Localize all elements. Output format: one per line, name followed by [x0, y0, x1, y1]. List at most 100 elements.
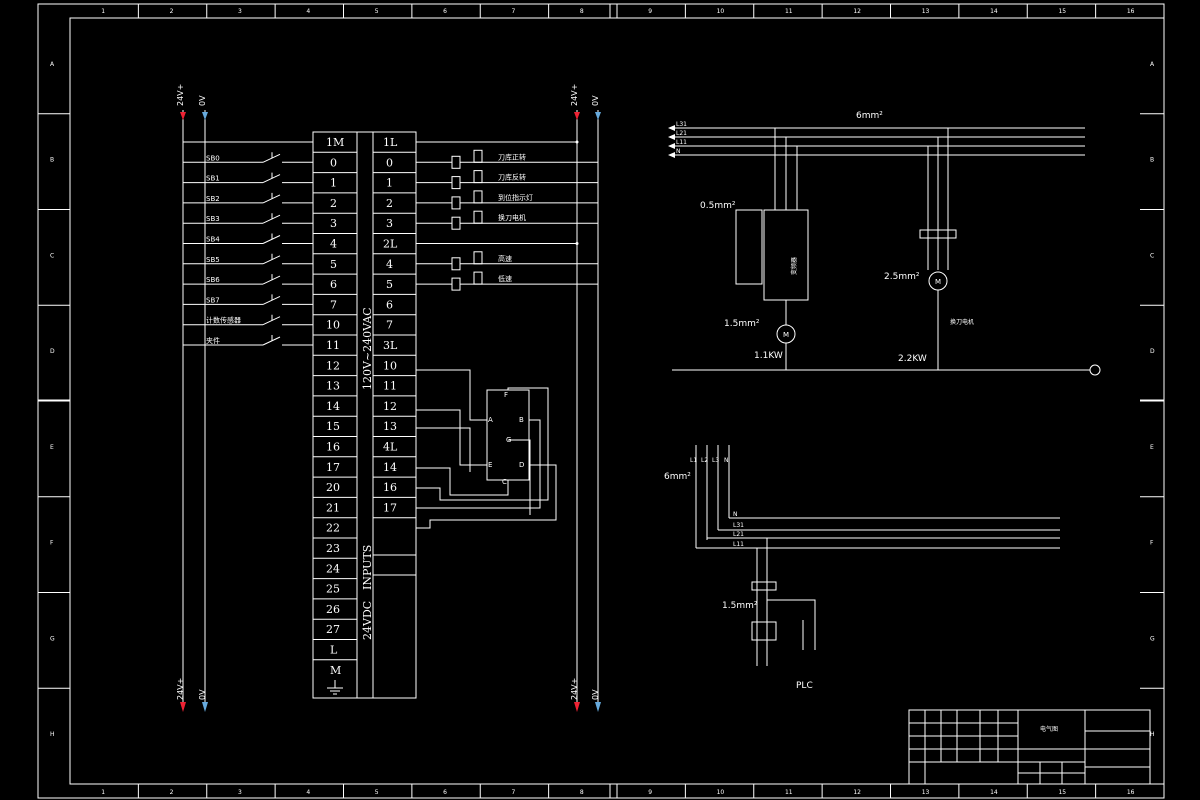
plc-input-27: 27 [326, 623, 340, 636]
segment-label-C: C [502, 478, 507, 486]
switch-label: SB0 [206, 154, 220, 162]
frame-col-9: 9 [648, 8, 652, 15]
plc-bus-label-2: L21 [733, 531, 744, 538]
title-block: 电气图 [908, 709, 1151, 785]
frame-row-C: C [50, 252, 54, 259]
bus-label-1: L21 [676, 130, 687, 137]
plc-input-1: 1 [330, 177, 337, 190]
plc-input-26: 26 [326, 603, 340, 616]
bus-label-2: L11 [676, 139, 687, 146]
rail-label-plus-bot-left: 24V+ [176, 678, 185, 700]
rail-label-plus-bot-mid: 24V+ [570, 678, 579, 700]
frame-col-bottom-10: 10 [717, 789, 725, 796]
frame-col-bottom-4: 4 [306, 789, 310, 796]
rail-label-zero-top-mid: 0V [591, 95, 600, 106]
plc-block: 1M01234567101112131415161720212223242526… [312, 131, 417, 699]
ctrl-wire-size: 0.5mm² [700, 201, 736, 211]
frame-col-15: 15 [1058, 8, 1066, 15]
frame-col-5: 5 [375, 8, 379, 15]
plc-output-14: 14 [383, 461, 397, 474]
switch-label: 计数传感器 [206, 316, 241, 325]
frame-col-13: 13 [922, 8, 930, 15]
frame-col-4: 4 [306, 8, 310, 15]
plc-bus-label-1: L31 [733, 522, 744, 529]
bus-label-0: L31 [676, 121, 687, 128]
segment-label-D: D [519, 461, 524, 469]
plc-input-3: 3 [330, 217, 337, 230]
plc-output-16: 16 [383, 481, 397, 494]
frame-row-right-C: C [1150, 252, 1154, 259]
plc-output-3: 3 [386, 217, 393, 230]
plc-output-17: 17 [383, 501, 397, 514]
frame-col-bottom-1: 1 [101, 789, 105, 796]
frame-col-1: 1 [101, 8, 105, 15]
bus-label-3: N [676, 148, 681, 155]
phase-label-3: N [724, 457, 729, 464]
frame-row-right-D: D [1150, 348, 1155, 355]
frame-col-10: 10 [717, 8, 725, 15]
ground-icon [327, 680, 343, 695]
switch-label: SB6 [206, 276, 220, 284]
plc-supply-label: 120V~240VAC [361, 307, 374, 390]
plc-input-M: M [330, 664, 341, 677]
plc-input-4: 4 [330, 238, 337, 251]
frame-col-2: 2 [170, 8, 174, 15]
plc-supply-title: PLC [796, 681, 813, 691]
frame-col-11: 11 [785, 8, 793, 15]
segment-label-A: A [488, 416, 493, 424]
relay-label: 低速 [498, 274, 512, 283]
plc-bus-label-3: L11 [733, 541, 744, 548]
plc-output-4L: 4L [383, 441, 398, 454]
plc-output-6: 6 [386, 298, 393, 311]
plc-output-12: 12 [383, 400, 397, 413]
frame-row-right-E: E [1150, 444, 1154, 451]
frame-col-bottom-2: 2 [170, 789, 174, 796]
plc-input-25: 25 [326, 583, 340, 596]
switch-label: 夹件 [206, 336, 220, 345]
svg-text:M: M [935, 278, 941, 286]
plc-input-16: 16 [326, 441, 340, 454]
plc-output-4: 4 [386, 258, 393, 271]
switch-label: SB5 [206, 256, 220, 264]
rail-label-plus-top-left: 24V+ [176, 84, 185, 106]
motor1-size: 1.5mm² [724, 319, 760, 329]
frame-row-F: F [50, 540, 54, 547]
power-circuit: L31 L21 L11 N 6mm² 0.5mm² 变频器 M 1.5mm² 1… [668, 111, 1101, 376]
relay-label: 刀库正转 [498, 152, 526, 161]
plc-output-2L: 2L [383, 238, 398, 251]
frame-row-G: G [50, 635, 55, 642]
plc-supply-main-size: 6mm² [664, 472, 691, 482]
plc-dc-label: 24VDC [361, 601, 374, 640]
plc-output-13: 13 [383, 420, 397, 433]
switch-label: SB2 [206, 195, 220, 203]
rail-label-zero-bot-left: 0V [198, 689, 207, 700]
frame-col-6: 6 [443, 8, 447, 15]
frame-row-right-A: A [1150, 61, 1155, 68]
rail-label-zero-top-left: 0V [198, 95, 207, 106]
frame-col-bottom-12: 12 [853, 789, 861, 796]
frame-col-bottom-14: 14 [990, 789, 998, 796]
relay-label: 换刀电机 [498, 213, 526, 222]
plc-output-1L: 1L [383, 136, 398, 149]
frame-col-3: 3 [238, 8, 242, 15]
plc-input-0: 0 [330, 156, 337, 169]
frame-row-E: E [50, 444, 54, 451]
frame-col-12: 12 [853, 8, 861, 15]
frame-row-H: H [50, 731, 55, 738]
motor2-name: 换刀电机 [950, 318, 974, 326]
svg-text:M: M [783, 331, 789, 339]
phase-label-0: L1 [690, 457, 697, 464]
inverter-label: 变频器 [790, 257, 798, 275]
frame-col-bottom-5: 5 [375, 789, 379, 796]
plc-input-12: 12 [326, 359, 340, 372]
plc-output-1: 1 [386, 177, 393, 190]
plc-input-15: 15 [326, 420, 340, 433]
plc-input-14: 14 [326, 400, 340, 413]
plc-output-5: 5 [386, 278, 393, 291]
phase-label-1: L2 [701, 457, 708, 464]
switch-label: SB7 [206, 296, 220, 304]
motor2-size: 2.5mm² [884, 272, 920, 282]
